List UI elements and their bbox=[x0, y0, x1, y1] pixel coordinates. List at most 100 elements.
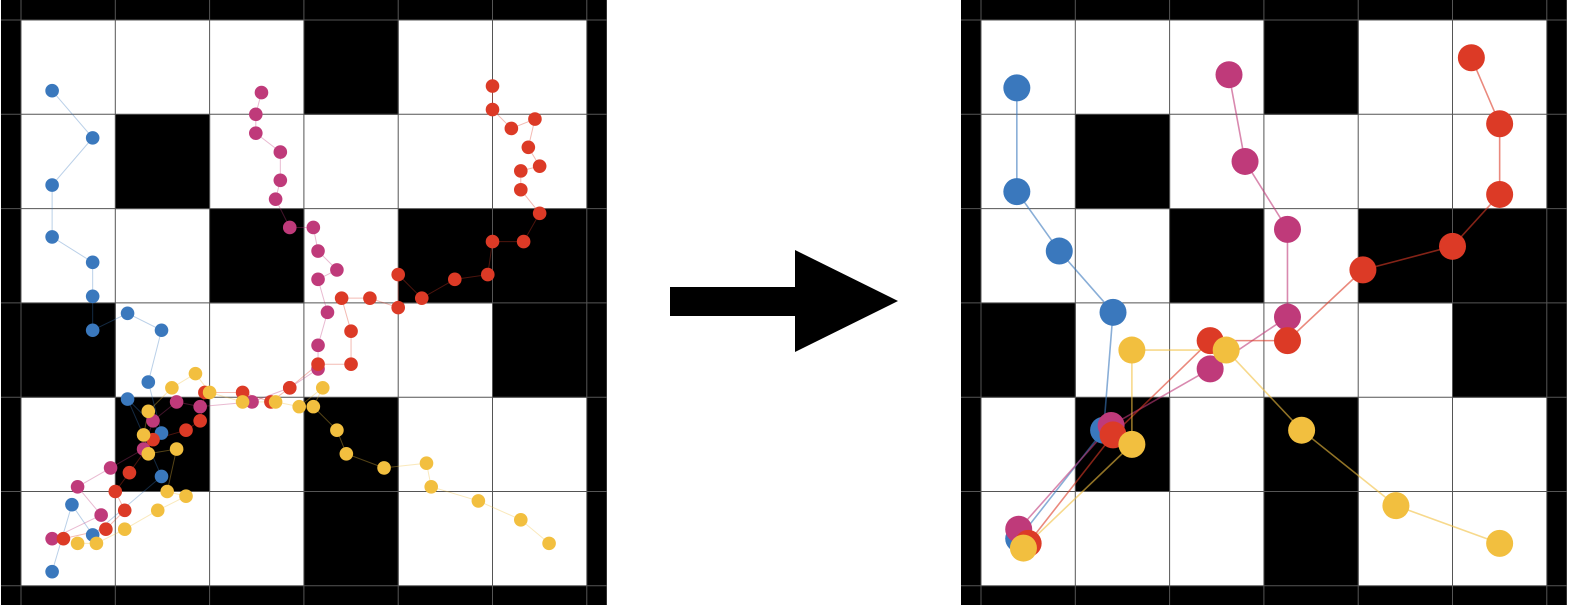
red-path-node bbox=[179, 423, 193, 438]
magenta-path-node bbox=[273, 145, 288, 159]
red-path-node bbox=[235, 385, 250, 400]
red-path-node bbox=[513, 164, 528, 178]
yellow-path-node bbox=[1212, 336, 1240, 364]
yellow-path-node bbox=[70, 536, 85, 551]
red-path-node bbox=[391, 300, 406, 315]
yellow-path-node bbox=[188, 366, 203, 381]
wall-cell bbox=[115, 114, 211, 210]
wall-cell bbox=[21, 302, 116, 398]
red-path-node bbox=[1486, 180, 1514, 208]
wall-cell bbox=[1263, 491, 1359, 587]
yellow-path-node bbox=[1288, 416, 1316, 444]
wall-cell bbox=[303, 20, 399, 115]
red-path-node bbox=[485, 79, 500, 93]
red-path-node bbox=[447, 272, 462, 287]
wall-cell bbox=[492, 208, 588, 304]
red-path-node bbox=[1457, 44, 1485, 72]
blue-path-node bbox=[1045, 237, 1073, 265]
wall-cell bbox=[398, 208, 493, 304]
yellow-path-node bbox=[160, 484, 174, 499]
magenta-path-node bbox=[1273, 303, 1301, 331]
yellow-path-node bbox=[202, 385, 217, 400]
red-path-node bbox=[532, 206, 547, 221]
yellow-path-node bbox=[268, 395, 283, 409]
blue-path-node bbox=[120, 392, 135, 406]
wall-cell bbox=[1358, 208, 1453, 304]
red-path-node bbox=[108, 484, 123, 499]
blue-path-node bbox=[45, 564, 59, 579]
magenta-path-node bbox=[1196, 355, 1224, 383]
red-path-node bbox=[334, 291, 349, 305]
yellow-path-node bbox=[141, 404, 156, 419]
blue-path-node bbox=[85, 255, 100, 270]
yellow-path-node bbox=[339, 446, 354, 461]
wall-cell bbox=[1169, 208, 1265, 304]
blue-path-node bbox=[120, 306, 135, 321]
red-path-node bbox=[311, 357, 325, 371]
wall-cell bbox=[981, 302, 1076, 398]
yellow-path-node bbox=[141, 446, 156, 461]
magenta-path-node bbox=[311, 338, 325, 353]
yellow-path-node bbox=[235, 395, 250, 409]
yellow-path-node bbox=[1118, 336, 1146, 364]
red-path-node bbox=[363, 291, 377, 305]
magenta-path-node bbox=[169, 395, 184, 409]
red-path-node bbox=[504, 121, 519, 136]
red-path-node bbox=[391, 267, 406, 282]
magenta-path-node bbox=[282, 220, 297, 235]
wall-cell bbox=[1263, 397, 1359, 492]
blue-path-node bbox=[45, 230, 59, 244]
wall-cell bbox=[303, 397, 399, 492]
magenta-path-node bbox=[245, 395, 259, 409]
blue-path-node bbox=[65, 497, 79, 512]
yellow-path-node bbox=[150, 503, 165, 518]
red-path-node bbox=[1439, 232, 1466, 260]
red-path-node bbox=[344, 357, 358, 371]
red-path-node bbox=[513, 182, 528, 197]
magenta-path-node bbox=[268, 192, 283, 206]
magenta-path-node bbox=[254, 85, 269, 100]
blue-path-node bbox=[154, 469, 169, 484]
yellow-path-node bbox=[1009, 534, 1037, 562]
blue-path-node bbox=[45, 178, 59, 192]
yellow-path-node bbox=[424, 479, 439, 494]
yellow-path-node bbox=[1382, 492, 1410, 520]
yellow-path-node bbox=[136, 428, 151, 442]
wall-cell bbox=[492, 302, 588, 398]
blue-path-node bbox=[154, 323, 169, 338]
wall-cell bbox=[1075, 114, 1171, 210]
red-path-node bbox=[516, 234, 531, 249]
magenta-path-node bbox=[193, 399, 207, 414]
red-path-node bbox=[122, 465, 137, 480]
yellow-path-node bbox=[292, 399, 306, 414]
yellow-path-node bbox=[377, 461, 391, 475]
red-path-node bbox=[1273, 327, 1301, 355]
yellow-path-node bbox=[315, 380, 330, 395]
blue-path-node bbox=[1003, 178, 1031, 206]
yellow-path-node bbox=[165, 380, 179, 395]
red-path-node bbox=[56, 531, 71, 546]
blue-path-node bbox=[141, 375, 156, 389]
yellow-path-node bbox=[513, 512, 528, 527]
wall-cell bbox=[1263, 20, 1359, 115]
red-path-node bbox=[480, 267, 495, 282]
wall-cell bbox=[1452, 208, 1548, 304]
wall-cell bbox=[303, 491, 399, 587]
yellow-path-node bbox=[419, 456, 434, 471]
yellow-path-node bbox=[89, 536, 104, 551]
blue-path-edges bbox=[1016, 87, 1114, 540]
red-path-node bbox=[1486, 110, 1514, 138]
yellow-path-node bbox=[169, 442, 184, 456]
magenta-path-node bbox=[103, 461, 118, 475]
magenta-path-node bbox=[45, 531, 59, 546]
right-maze-panel bbox=[961, 0, 1567, 605]
yellow-path-node bbox=[1486, 529, 1514, 557]
magenta-path-node bbox=[311, 244, 325, 258]
red-path-node bbox=[117, 503, 132, 518]
red-path-node bbox=[282, 380, 297, 395]
yellow-path-node bbox=[542, 536, 556, 551]
magenta-path-node bbox=[311, 272, 325, 287]
blue-path-node bbox=[45, 83, 59, 98]
magenta-path-node bbox=[249, 126, 263, 140]
magenta-path-node bbox=[330, 263, 344, 277]
